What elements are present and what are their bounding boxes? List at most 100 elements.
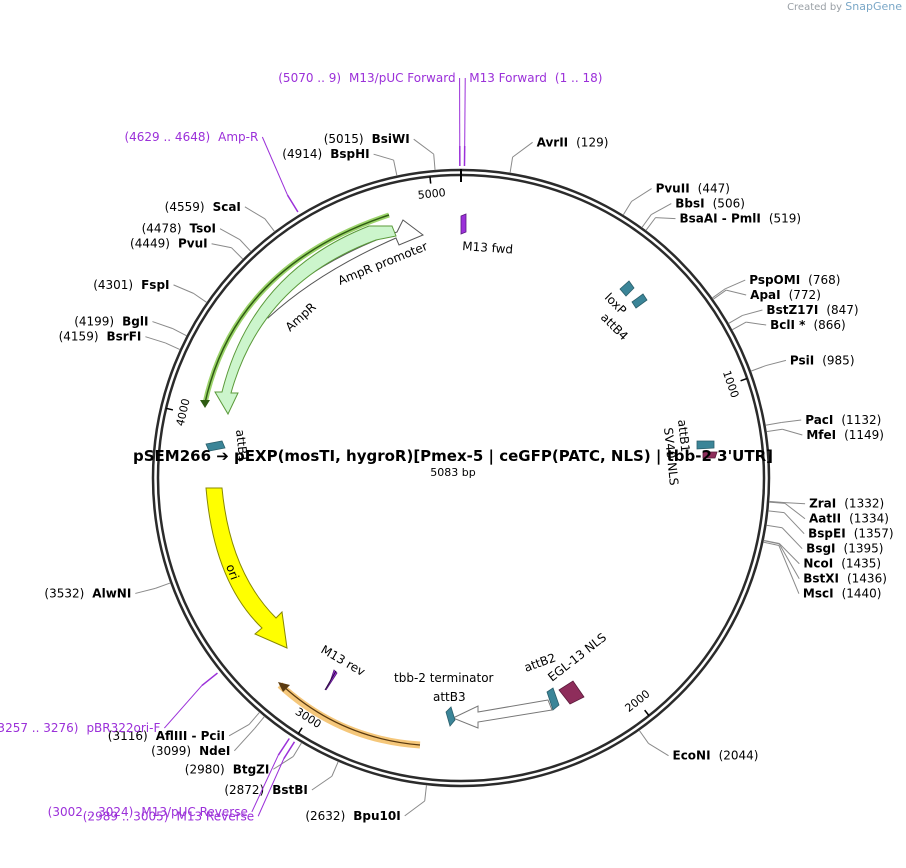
site-tick-17 [763,541,780,546]
primer-label-4[interactable]: (3002 .. 3024)M13/pUC Reverse [48,805,248,819]
site-label-25[interactable]: (4159)BsrFI [59,330,142,344]
site-label-29[interactable]: (4478)TsoI [142,222,216,236]
primer-label-2[interactable]: (4629 .. 4648)Amp-R [124,130,258,144]
site-label-14[interactable]: BsgI(1395) [806,542,883,556]
site-label-21[interactable]: (2980)BtgZI [185,762,270,776]
site-label-13[interactable]: BspEI(1357) [808,527,893,541]
site-tick-29 [239,239,252,252]
feature-ampr-track [204,214,390,404]
feature-sv40-nls[interactable] [702,451,718,459]
site-leader-13 [783,512,805,535]
primer-leader-5 [257,758,285,817]
site-label-3[interactable]: BsaAI - PmlI(519) [679,212,801,226]
site-tick-26 [172,328,187,337]
feature-attb4[interactable] [631,293,648,309]
site-tick-6 [728,315,743,324]
site-leader-8 [765,359,787,367]
site-leader-9 [781,419,802,424]
site-leader-20 [311,775,333,791]
feature-m13-fwd[interactable] [460,213,467,235]
site-tick-10 [766,428,783,433]
feature-loxp[interactable] [619,280,635,297]
tick-2000 [644,709,650,717]
site-tick-0 [509,157,514,173]
site-label-9[interactable]: PacI(1132) [805,413,881,427]
restriction-sites: AvrII(129) PvuII(447)BbsI(506)BsaAI - Pml… [44,132,893,823]
plasmid-size: 5083 bp [430,466,476,479]
site-label-24[interactable]: (3532)AlwNI [44,586,131,600]
feature-attb1-right[interactable] [696,440,715,450]
primer-label-3[interactable]: (3257 .. 3276)pBR322ori-F [0,721,160,735]
feature-attb1-left[interactable] [205,440,226,452]
feature-egl13-nls[interactable] [558,680,585,705]
snapgene-logo: SnapGene [845,0,902,13]
site-leader-5 [726,289,747,296]
plasmid-title: pSEM266 ➔ pEXP(mosTI, hygroR)[Pmex-5 | c… [132,447,773,465]
site-label-16[interactable]: BstXI(1436) [803,572,887,586]
tick-5000 [429,176,432,184]
site-label-12[interactable]: AatII(1334) [809,512,889,526]
site-tick-11 [769,500,786,504]
site-label-6[interactable]: BstZ17I(847) [766,303,858,317]
site-leader-25 [145,336,166,344]
site-tick-12 [769,501,786,504]
site-leader-3 [655,217,676,220]
site-label-1[interactable]: PvuII(447) [656,182,730,196]
feature-attb2[interactable] [546,687,560,711]
site-leader-23 [228,724,250,737]
feature-tbb2-terminator[interactable] [451,699,553,729]
site-label-8[interactable]: PsiI(985) [790,353,855,367]
site-label-5[interactable]: ApaI(772) [750,288,821,302]
site-label-17[interactable]: MscI(1440) [803,587,882,601]
site-tick-28 [231,247,244,260]
label-m13-fwd: M13 fwd [462,239,514,257]
site-tick-9 [765,422,782,426]
site-tick-18 [638,730,649,744]
site-label-30[interactable]: (4559)ScaI [165,200,241,214]
site-leader-18 [648,743,669,757]
site-tick-16 [763,540,780,545]
primer-label-1[interactable]: (5070 .. 9)M13/pUC Forward [278,71,455,85]
primer-label-0[interactable]: M13 Forward(1 .. 18) [469,71,602,85]
site-label-18[interactable]: EcoNI(2044) [673,749,759,763]
m13-rev-line [324,670,337,691]
primer-leader-4 [251,754,279,813]
feature-attb3[interactable] [445,706,456,727]
site-label-0[interactable]: AvrII(129) [537,135,609,149]
site-tick-14 [766,524,783,529]
feature-ampr-promoter[interactable] [261,219,424,319]
site-tick-30 [264,218,275,232]
site-leader-14 [781,527,803,550]
site-label-11[interactable]: ZraI(1332) [809,497,884,511]
site-leader-24 [135,587,156,594]
site-label-23[interactable]: (3116)AflIII - PciI [108,729,225,743]
site-label-26[interactable]: (4199)BglI [74,315,148,329]
primer-label-5[interactable]: (2989 .. 3005)M13 Reverse [83,809,254,823]
feature-ampr[interactable] [214,225,397,416]
site-label-28[interactable]: (4449)PvuI [130,237,208,251]
site-leader-27 [173,284,194,294]
site-label-31[interactable]: (4914)BspHI [282,147,369,161]
site-tick-19 [424,785,428,802]
tick-1000 [740,377,748,382]
label-attb1-right: attB1 [675,419,692,453]
site-leader-21 [273,755,294,770]
site-leader-0 [512,141,533,158]
site-tick-3 [645,217,656,231]
site-label-19[interactable]: (2632)Bpu10I [305,809,400,823]
site-label-2[interactable]: BbsI(506) [675,197,745,211]
site-label-20[interactable]: (2872)BstBI [224,783,308,797]
site-leader-6 [742,309,763,316]
site-tick-2 [641,214,652,228]
site-label-27[interactable]: (4301)FspI [93,278,169,292]
site-tick-7 [731,321,747,331]
site-leader-7 [746,321,767,326]
site-label-4[interactable]: PspOMI(768) [749,273,840,287]
site-label-10[interactable]: MfeI(1149) [806,428,884,442]
site-label-15[interactable]: NcoI(1435) [803,557,881,571]
site-label-7[interactable]: BclI *(866) [770,318,846,332]
site-label-22[interactable]: (3099)NdeI [151,744,230,758]
feature-ori[interactable] [205,487,288,649]
primer-tick-2 [286,194,299,213]
site-label-32[interactable]: (5015)BsiWI [324,132,410,146]
